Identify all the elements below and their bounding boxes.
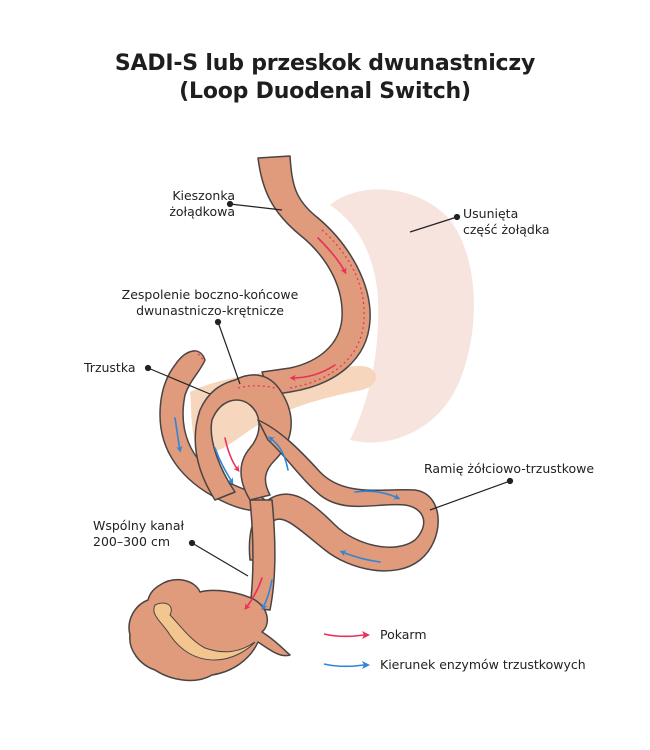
- intestine-shape: [128, 155, 439, 682]
- leader-pancreas: [147, 367, 211, 395]
- label-biliopancreatic-limb: Ramię żółciowo-trzustkowe: [424, 461, 595, 476]
- label-gastric-pouch-line-2: żołądkowa: [169, 204, 235, 219]
- food-arrow: [289, 364, 336, 382]
- red-arrow-icon: [323, 630, 370, 639]
- leader-anastomosis: [217, 321, 241, 385]
- leader-gastric-pouch: [229, 203, 283, 211]
- leader-common-channel: [191, 542, 249, 577]
- label-pancreas: Trzustka: [84, 360, 136, 375]
- label-gastric-pouch-line-1: Kieszonka: [172, 188, 235, 203]
- label-removed-stomach: Usunięta część żołądka: [463, 206, 550, 238]
- colon-fat-band: [153, 602, 256, 661]
- enzyme-arrows: [174, 417, 401, 611]
- food-arrows: [224, 237, 347, 611]
- food-arrow: [224, 437, 240, 473]
- label-anastomosis-line-2: dwunastniczo-krętnicze: [136, 303, 284, 318]
- title-line-2: (Loop Duodenal Switch): [179, 79, 471, 104]
- label-common-channel: Wspólny kanał 200–300 cm: [93, 518, 184, 550]
- enzyme-arrow: [267, 436, 289, 471]
- label-gastric-pouch: Kieszonka żołądkowa: [125, 188, 235, 220]
- removed-stomach-shape: [330, 189, 474, 443]
- enzyme-arrow: [354, 490, 401, 500]
- enzyme-arrow: [174, 417, 183, 453]
- legend-label-food: Pokarm: [380, 627, 427, 642]
- enzyme-arrow: [339, 550, 381, 563]
- leader-biliopancreatic-limb: [429, 480, 511, 511]
- legend-item-food: Pokarm: [322, 627, 427, 642]
- diagram-title: SADI-S lub przeskok dwunastniczy (Loop D…: [0, 50, 650, 106]
- label-common-channel-line-1: Wspólny kanał: [93, 518, 185, 533]
- legend-item-enzymes: Kierunek enzymów trzustkowych: [322, 657, 586, 672]
- title-line-1: SADI-S lub przeskok dwunastniczy: [114, 51, 536, 76]
- blue-arrow-icon: [323, 660, 370, 669]
- leader-removed-stomach: [409, 216, 458, 233]
- food-arrow: [317, 237, 347, 275]
- enzyme-arrow: [261, 579, 273, 611]
- food-arrow: [244, 577, 263, 611]
- label-removed-stomach-line-2: część żołądka: [463, 222, 550, 237]
- label-anastomosis-line-1: Zespolenie boczno-końcowe: [121, 287, 299, 302]
- enzyme-arrow: [214, 447, 234, 485]
- label-common-channel-line-2: 200–300 cm: [93, 534, 170, 549]
- label-anastomosis: Zespolenie boczno-końcowe dwunastniczo-k…: [100, 287, 320, 319]
- label-removed-stomach-line-1: Usunięta: [463, 206, 519, 221]
- leader-lines: [144, 200, 514, 577]
- legend-label-enzymes: Kierunek enzymów trzustkowych: [380, 657, 586, 672]
